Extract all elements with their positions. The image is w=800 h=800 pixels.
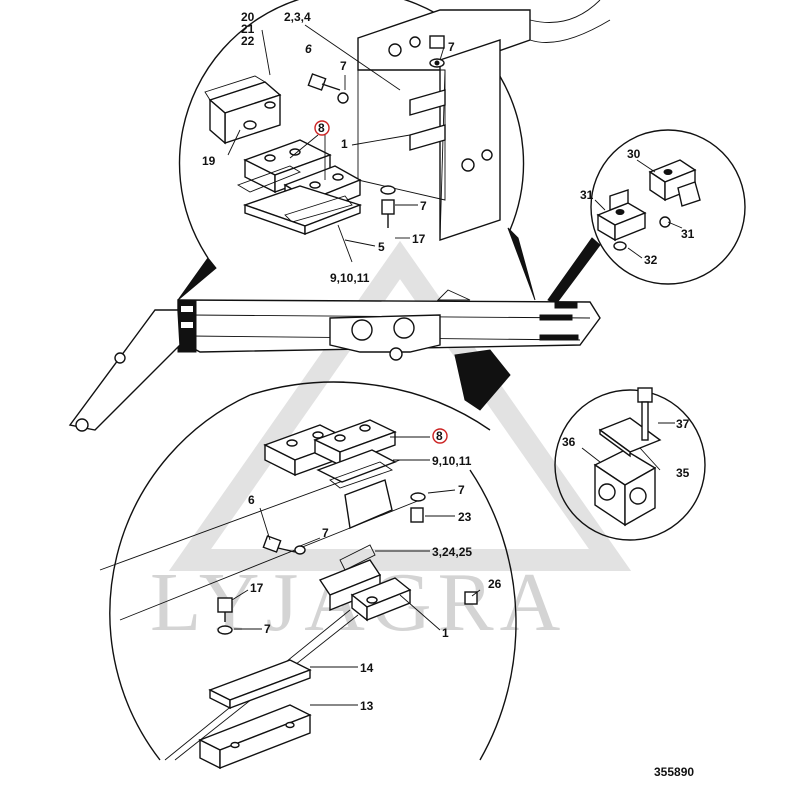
clamp-detail-view: 37 36 35 [554, 387, 706, 541]
top-detail-circle [178, 0, 525, 259]
pivot-pin [114, 352, 126, 364]
bolt-6-bottom [262, 535, 306, 555]
frame-bracket [357, 0, 611, 241]
top-detail-view: 20 21 22 2,3,4 6 7 7 8 1 19 7 17 5 9,10,… [177, 0, 611, 301]
callout-32: 32 [644, 253, 658, 267]
callout-35: 35 [676, 466, 690, 480]
callout-8-bottom: 8 [436, 429, 443, 443]
pivot-hole [389, 347, 403, 361]
callout-1: 1 [341, 137, 348, 151]
callout-8-bottom-highlight: 8 [432, 428, 448, 444]
pivot-hole [393, 317, 415, 339]
bracket-31 [596, 189, 647, 242]
pivot-pin [75, 418, 89, 432]
callout-7b-bottom: 7 [322, 526, 329, 540]
callout-5: 5 [378, 240, 385, 254]
callout-23: 23 [458, 510, 472, 524]
callout-7a: 7 [340, 59, 347, 73]
bottom-leaders [231, 436, 481, 706]
pointer-wedge [507, 227, 536, 301]
callout-1-bottom: 1 [442, 626, 449, 640]
callout-30: 30 [627, 147, 641, 161]
bottom-detail-view: 8 9,10,11 6 7 7 23 3,24,25 26 17 7 1 14 … [99, 381, 517, 770]
bolt-head [481, 149, 493, 161]
wear-pad-19 [204, 75, 282, 145]
callout-13: 13 [360, 699, 374, 713]
callout-17: 17 [412, 232, 426, 246]
top-leaders [227, 24, 445, 263]
bracket-detail-view: 30 31 31 32 [547, 129, 746, 305]
callout-21: 21 [241, 22, 255, 36]
callout-8: 8 [318, 121, 325, 135]
callout-7b: 7 [448, 40, 455, 54]
slide-pads-8-bottom [263, 419, 397, 530]
callout-17-bottom: 17 [250, 581, 264, 595]
callout-8-highlight: 8 [314, 120, 330, 136]
callout-26: 26 [488, 577, 502, 591]
wear-pad-1 [350, 577, 412, 622]
nut [659, 216, 671, 228]
clamp-detail-circle [554, 389, 706, 541]
pointer-wedge [547, 237, 601, 305]
boom-lower-arm [68, 309, 181, 431]
bolt-17-bottom [217, 597, 233, 635]
bolt-head [461, 158, 475, 172]
callout-22: 22 [241, 34, 255, 48]
bolt-head [388, 43, 402, 57]
callout-2-3-4: 2,3,4 [284, 10, 311, 24]
callout-14: 14 [360, 661, 374, 675]
callout-31a: 31 [580, 188, 594, 202]
callout-7a-bottom: 7 [458, 483, 465, 497]
clamp-block-36 [593, 449, 657, 527]
bolt-37 [637, 387, 653, 441]
nut-32 [613, 241, 627, 251]
plate-14 [208, 659, 312, 710]
callout-6-bottom: 6 [248, 493, 255, 507]
plates-3-24-25 [318, 544, 382, 612]
bolt-23 [410, 492, 426, 523]
bottom-detail-arc [469, 469, 517, 761]
callout-37: 37 [676, 417, 690, 431]
watermark-triangle [168, 240, 632, 571]
callout-3-24-25: 3,24,25 [432, 545, 472, 559]
callout-31b: 31 [681, 227, 695, 241]
bolt-17-top [380, 185, 396, 228]
highlight-ring [314, 120, 330, 136]
pointer-wedge [177, 257, 217, 301]
pivot-hole [351, 319, 373, 341]
highlight-ring [432, 428, 448, 444]
pivot-plate [329, 314, 441, 353]
boom-arm [68, 289, 601, 432]
bolt-6 [307, 73, 349, 104]
bracket-detail-circle [590, 129, 746, 285]
slide-pads-8 [236, 139, 363, 236]
callout-7c-bottom: 7 [264, 622, 271, 636]
drawing-number: 355890 [654, 765, 694, 779]
callout-9-10-11-bottom: 9,10,11 [432, 454, 472, 468]
callout-9-10-11: 9,10,11 [330, 271, 370, 285]
bottom-detail-arc [249, 381, 491, 431]
bolt-head [409, 36, 421, 48]
plate-13 [198, 704, 312, 770]
bracket-30 [648, 159, 701, 207]
plate-35 [598, 417, 662, 458]
callout-7c: 7 [420, 199, 427, 213]
callout-36: 36 [562, 435, 576, 449]
bottom-detail-arc [109, 394, 251, 761]
pointer-wedge [454, 349, 511, 411]
callout-19: 19 [202, 154, 216, 168]
bolt-7-top [429, 35, 445, 68]
callout-20: 20 [241, 10, 255, 24]
callout-6: 6 [305, 42, 312, 56]
